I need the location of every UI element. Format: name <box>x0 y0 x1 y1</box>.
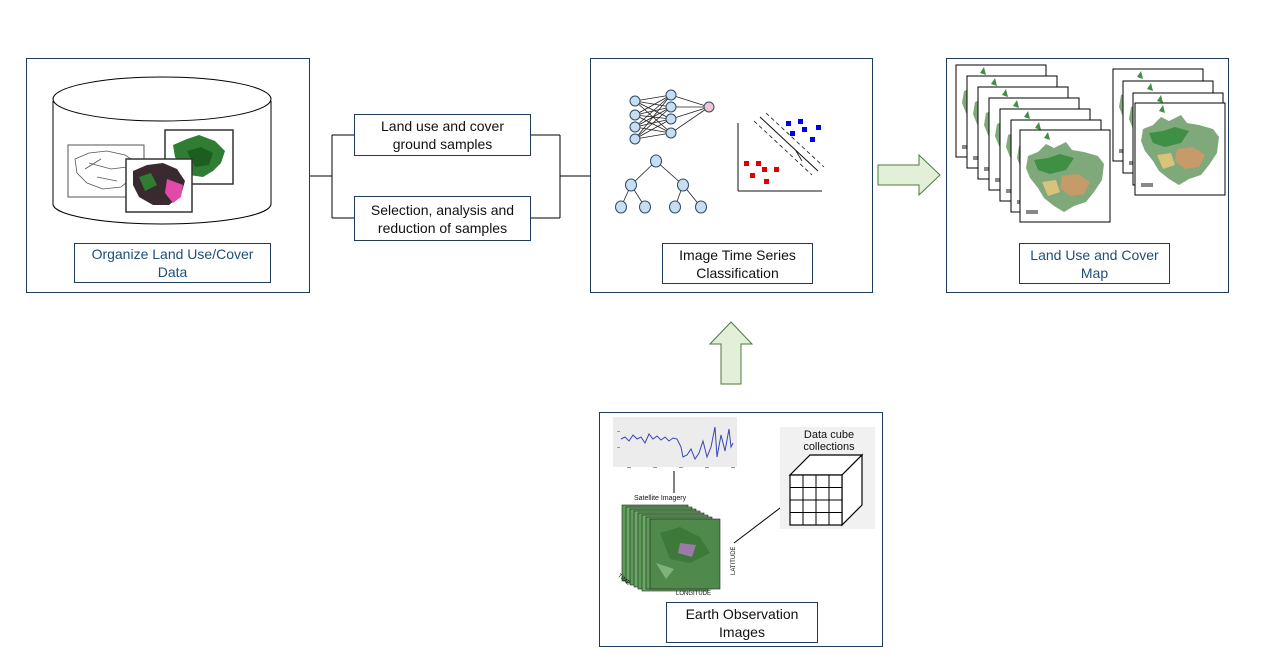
classification-panel: Image Time Series Classification <box>590 58 873 293</box>
database-cylinder-icon <box>52 76 272 225</box>
map-label: Land Use and Cover Map <box>1019 243 1170 284</box>
organize-label: Organize Land Use/Cover Data <box>74 243 271 283</box>
decision-tree-icon <box>615 154 707 214</box>
map-stack-icon <box>955 64 1226 223</box>
earth-panel: Satellite Imagery TIME LONGITUDE LATITUD… <box>599 412 883 647</box>
axis-longitude-label: LONGITUDE <box>676 591 712 597</box>
data-cube-icon <box>788 453 864 527</box>
ground-samples-box: Land use and cover ground samples <box>354 114 531 156</box>
svm-scatter-icon <box>737 112 825 192</box>
data-cube-label: Data cube collections <box>803 429 855 453</box>
series-connector <box>673 471 675 493</box>
earth-label: Earth Observation Images <box>666 602 818 643</box>
organize-panel: Organize Land Use/Cover Data <box>26 58 310 293</box>
classification-label: Image Time Series Classification <box>662 243 813 284</box>
neural-network-icon <box>629 89 715 145</box>
selection-samples-box: Selection, analysis and reduction of sam… <box>354 196 531 241</box>
satellite-imagery-title: Satellite Imagery <box>634 495 687 502</box>
time-series-icon <box>613 417 737 468</box>
cube-connector <box>733 504 785 544</box>
up-arrow-icon <box>708 321 754 385</box>
satellite-stack-icon <box>621 504 721 592</box>
axis-latitude-label: LATITUDE <box>731 546 737 575</box>
map-panel: Land Use and Cover Map <box>946 58 1229 293</box>
right-arrow-icon <box>877 153 941 197</box>
